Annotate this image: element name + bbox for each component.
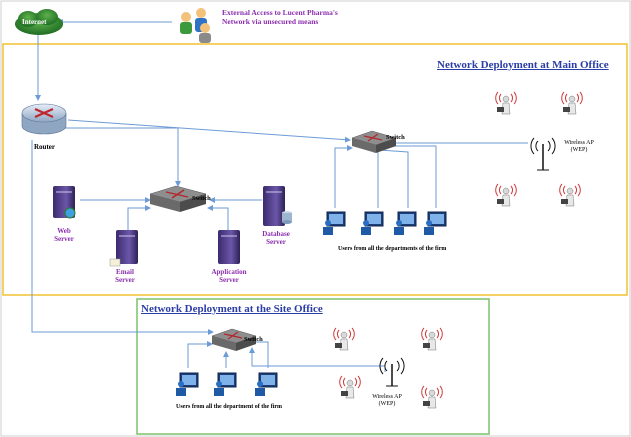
switch-icon <box>351 130 397 153</box>
workstation-icon <box>424 211 447 235</box>
main-wireless-ap-label: Wireless AP (WEP) <box>564 140 594 153</box>
main-users-label: Users from all the departments of the fi… <box>338 246 447 252</box>
application-server-label: Application Server <box>211 268 247 285</box>
wireless-user-icon <box>421 327 443 351</box>
internet-label: Internet <box>22 18 47 26</box>
wireless-user-icon <box>333 327 355 351</box>
switch-label: Switch <box>192 195 211 202</box>
workstation-icon <box>323 211 346 235</box>
site-users-label: Users from all the department of the fir… <box>176 404 283 410</box>
application-server-icon <box>218 230 240 264</box>
wireless-user-icon <box>421 385 443 409</box>
switch-icon <box>211 328 257 351</box>
site-office-title: Network Deployment at the Site Office <box>141 303 323 315</box>
site-wireless-ap-label: Wireless AP (WEP) <box>372 394 402 407</box>
wireless-ap-icon <box>379 357 405 387</box>
workstation-icon <box>394 211 417 235</box>
workstation-icon <box>255 372 278 396</box>
switch-label: Switch <box>386 134 405 141</box>
router-icon <box>21 103 67 135</box>
wireless-user-icon <box>561 91 583 115</box>
workstation-icon <box>361 211 384 235</box>
main-office-boundary <box>2 43 628 296</box>
workstation-icon <box>214 372 237 396</box>
wireless-user-icon <box>495 183 517 207</box>
wireless-user-icon <box>339 375 361 399</box>
router-label: Router <box>34 143 55 151</box>
external-access-label: External Access to Lucent Pharma's Netwo… <box>222 8 338 26</box>
email-server-label: Email Server <box>115 268 135 285</box>
site-office-boundary <box>136 298 490 435</box>
switch-label: Switch <box>244 336 263 343</box>
workstation-icon <box>176 372 199 396</box>
wireless-users <box>333 91 583 409</box>
wireless-user-icon <box>495 91 517 115</box>
wireless-user-icon <box>559 183 581 207</box>
database-server-label: Database Server <box>262 230 290 247</box>
email-server-icon <box>109 230 138 267</box>
main-office-title: Network Deployment at Main Office <box>437 59 609 71</box>
database-server-icon <box>263 186 292 226</box>
network-links <box>31 19 528 372</box>
web-server-label: Web Server <box>54 227 74 244</box>
wireless-ap-icon <box>530 137 556 171</box>
switch-icon <box>149 185 207 212</box>
web-server-icon <box>53 186 76 219</box>
external-users-icon <box>180 8 211 43</box>
internet-cloud-icon <box>15 9 63 35</box>
